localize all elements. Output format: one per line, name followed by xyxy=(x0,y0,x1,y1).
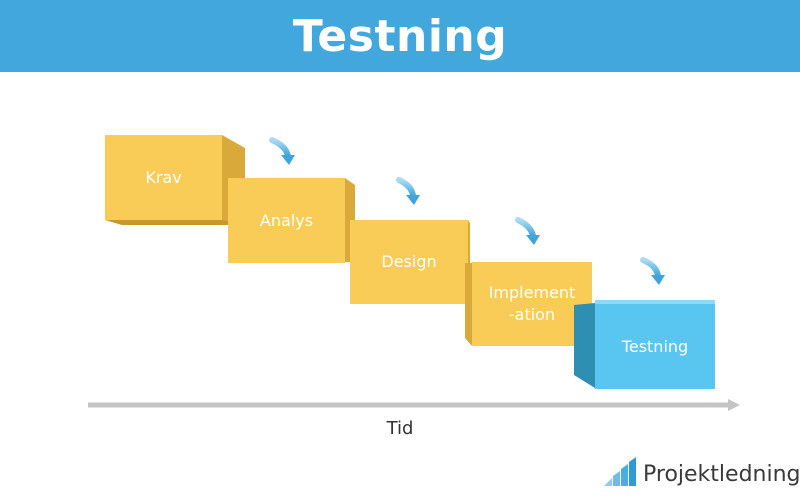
step-testning-side xyxy=(574,303,595,388)
step-implementation-side xyxy=(465,263,472,346)
step-testning-top xyxy=(595,300,715,305)
brand-name: Projektledning xyxy=(643,461,800,487)
step-design xyxy=(350,220,470,304)
brand-logo-icon xyxy=(604,457,636,486)
step-design-face xyxy=(350,220,468,304)
flow-arrow-3 xyxy=(515,217,540,245)
step-label-testning: Testning xyxy=(621,336,689,356)
time-axis xyxy=(88,399,740,411)
step-implementation xyxy=(465,262,592,346)
step-implementation-face xyxy=(472,262,592,346)
step-testning-face xyxy=(595,304,715,389)
step-analys-face xyxy=(228,178,345,263)
header-bar: Testning xyxy=(0,0,800,72)
page-title: Testning xyxy=(292,10,508,62)
step-testning xyxy=(574,300,715,389)
flow-arrow-1 xyxy=(269,137,295,165)
time-axis-arrowhead xyxy=(728,399,740,411)
step-label-implementation: Implement -ation xyxy=(488,283,576,324)
step-krav-face xyxy=(105,135,222,220)
flow-arrow-2 xyxy=(396,177,420,205)
step-label-analys: Analys xyxy=(259,210,314,230)
step-label-design: Design xyxy=(381,252,437,271)
step-krav-bottom xyxy=(105,220,245,225)
time-axis-label: Tid xyxy=(386,418,414,439)
flow-arrow-4 xyxy=(640,257,665,285)
brand: Projektledning xyxy=(603,458,800,490)
step-label-krav: Krav xyxy=(145,167,182,187)
